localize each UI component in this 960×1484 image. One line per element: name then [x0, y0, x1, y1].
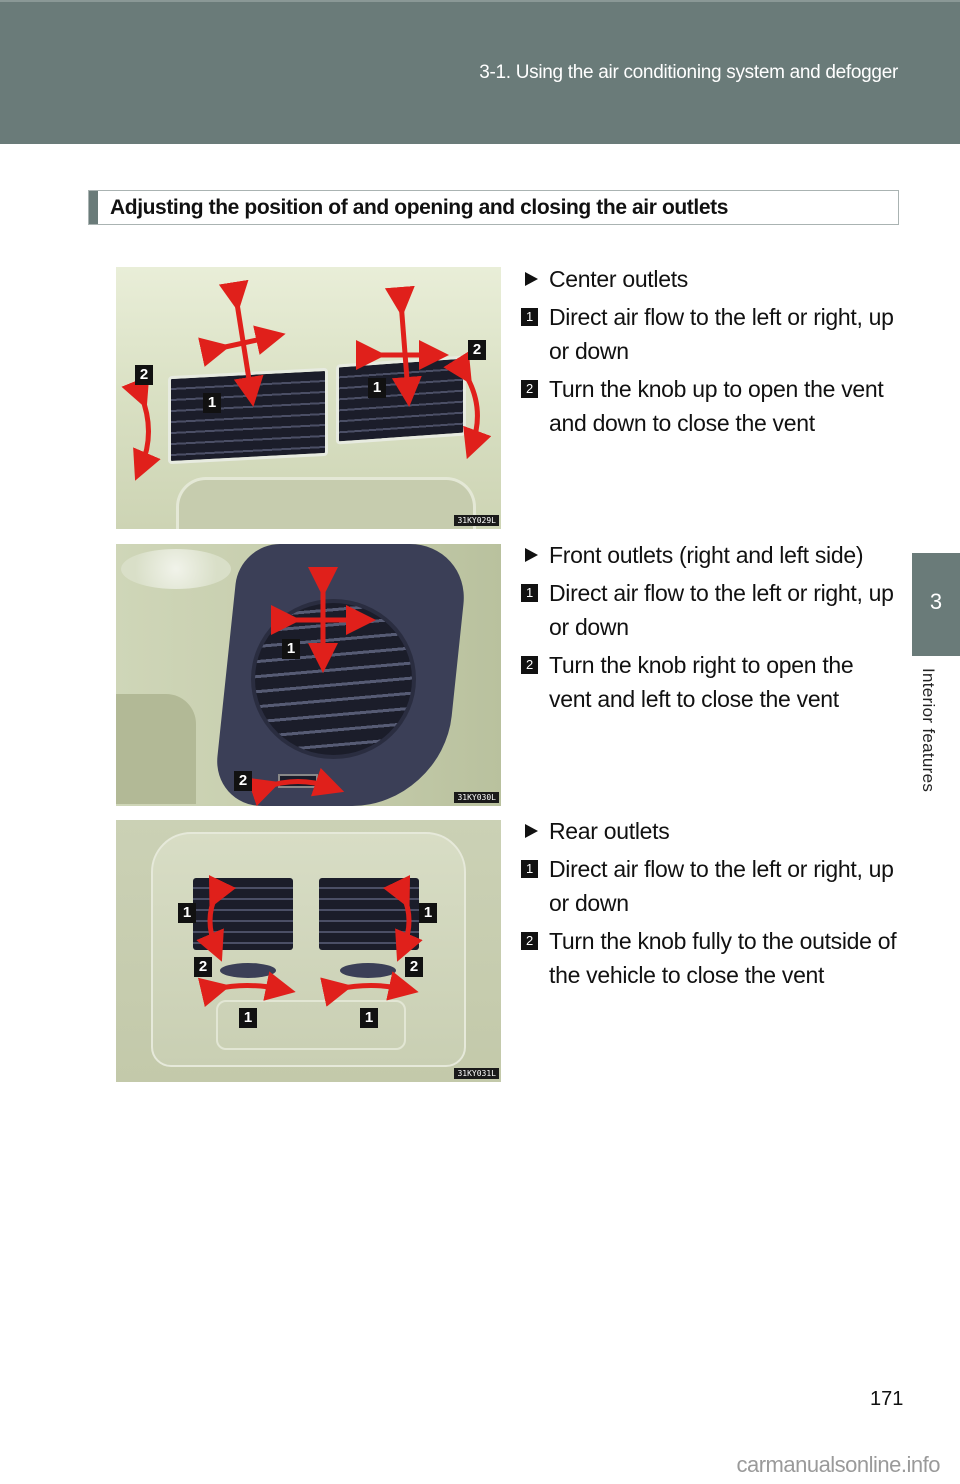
callout-2: 2 [405, 957, 423, 977]
figure-code: 31KY030L [454, 792, 499, 803]
triangle-bullet-icon [525, 824, 538, 838]
outlet-title: Front outlets (right and left side) [520, 538, 900, 572]
triangle-bullet-icon [525, 548, 538, 562]
center-outlets-description: Center outlets 1 Direct air flow to the … [520, 262, 900, 440]
step-number-icon: 2 [521, 380, 538, 398]
heading-text: Adjusting the position of and opening an… [110, 196, 728, 219]
step-number-icon: 2 [521, 656, 538, 674]
display-bezel [176, 477, 476, 529]
triangle-bullet-icon [525, 272, 538, 286]
callout-1: 1 [419, 903, 437, 923]
callout-1: 1 [282, 639, 300, 659]
step-number-icon: 2 [521, 932, 538, 950]
chapter-label: Interior features [919, 668, 938, 793]
heading-accent-bar [89, 191, 98, 224]
rear-outlets-figure: 1 1 2 2 1 1 31KY031L [116, 820, 501, 1082]
callout-1: 1 [368, 378, 386, 398]
direction-arrows [196, 874, 423, 1008]
direction-arrows [121, 279, 492, 481]
direction-arrows [246, 567, 376, 806]
front-outlets-figure: 1 2 31KY030L [116, 544, 501, 806]
figure-code: 31KY029L [454, 515, 499, 526]
callout-1: 1 [178, 903, 196, 923]
step-item: 1 Direct air flow to the left or right, … [520, 576, 900, 644]
step-item: 2 Turn the knob fully to the outside of … [520, 924, 900, 992]
header-band: 3-1. Using the air conditioning system a… [0, 0, 960, 144]
callout-2: 2 [135, 365, 153, 385]
rear-outlets-description: Rear outlets 1 Direct air flow to the le… [520, 814, 900, 992]
step-item: 2 Turn the knob right to open the vent a… [520, 648, 900, 716]
callout-1: 1 [239, 1008, 257, 1028]
door-handle-recess [116, 694, 196, 804]
section-heading: Adjusting the position of and opening an… [88, 190, 899, 225]
watermark-link[interactable]: carmanualsonline.info [736, 1452, 940, 1477]
speaker-grille [121, 549, 231, 589]
step-item: 2 Turn the knob up to open the vent and … [520, 372, 900, 440]
callout-2: 2 [234, 771, 252, 791]
outlet-title: Rear outlets [520, 814, 900, 848]
callout-1: 1 [360, 1008, 378, 1028]
callout-2: 2 [468, 340, 486, 360]
chapter-tab[interactable]: 3 [912, 553, 960, 656]
front-outlets-description: Front outlets (right and left side) 1 Di… [520, 538, 900, 716]
step-number-icon: 1 [521, 860, 538, 878]
chapter-number: 3 [929, 589, 943, 614]
step-item: 1 Direct air flow to the left or right, … [520, 300, 900, 368]
callout-2: 2 [194, 957, 212, 977]
page-number: 171 [870, 1388, 904, 1410]
step-item: 1 Direct air flow to the left or right, … [520, 852, 900, 920]
step-number-icon: 1 [521, 308, 538, 326]
outlet-title: Center outlets [520, 262, 900, 296]
center-outlets-figure: 2 1 1 2 31KY029L [116, 267, 501, 529]
step-number-icon: 1 [521, 584, 538, 602]
storage-lid [216, 1000, 406, 1050]
section-title: 3-1. Using the air conditioning system a… [479, 62, 898, 83]
callout-1: 1 [203, 393, 221, 413]
figure-code: 31KY031L [454, 1068, 499, 1079]
